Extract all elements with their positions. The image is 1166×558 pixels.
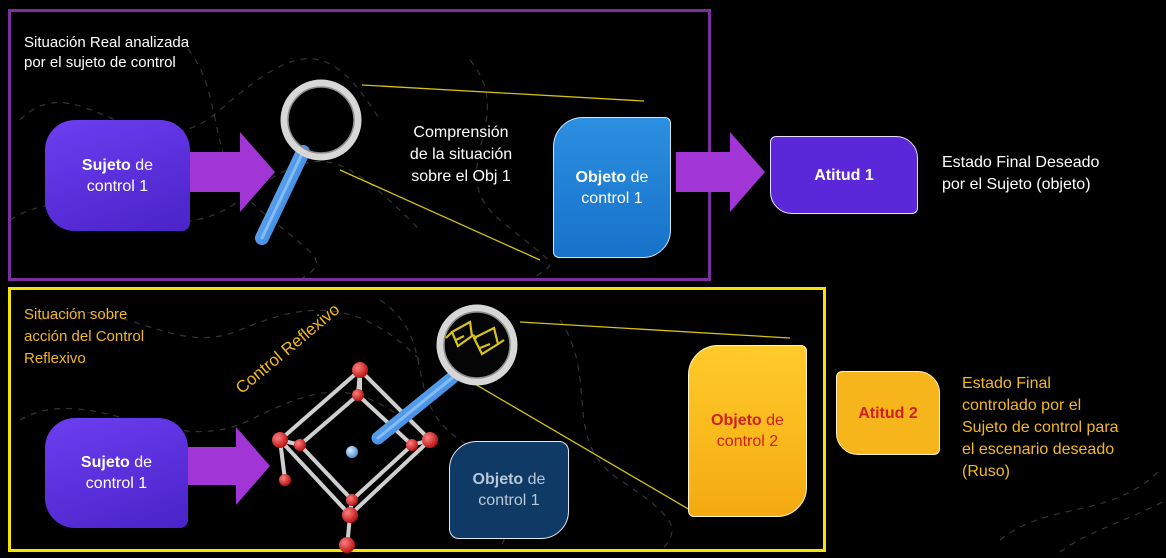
arrow-icon [676, 132, 765, 212]
reflexive-control-frame [8, 287, 826, 552]
sujeto-box: Sujeto de control 1 [45, 418, 188, 528]
controlled-state-caption: Estado Final controlado por el Sujeto de… [962, 375, 1119, 480]
3d-glasses-icon [445, 320, 505, 356]
arrow-icon [190, 132, 275, 212]
comprehension-caption: Comprensión de la situación sobre el Obj… [409, 124, 513, 185]
actitud-box: Atitud 2 [836, 371, 940, 455]
arrow-icon [188, 427, 270, 505]
original-objeto-box: Objeto de control 1 [449, 441, 569, 539]
objeto-box: Objeto de control 1 [553, 117, 671, 258]
sujeto-box: Sujeto de control 1 [45, 120, 190, 231]
desired-state-caption: Estado Final Deseado por el Sujeto (obje… [942, 154, 1100, 193]
reflexive-situation-caption: Situación sobre acción del Control Refle… [24, 306, 145, 367]
actitud-box: Atitud 1 [770, 136, 918, 214]
molecule-atoms [272, 362, 438, 553]
real-situation-caption: Situación Real analizada por el sujeto d… [24, 34, 190, 71]
magnifying-glass-icon [255, 79, 645, 261]
controlled-objeto-box: Objeto de control 2 [688, 345, 807, 517]
real-situation-frame [8, 9, 711, 281]
